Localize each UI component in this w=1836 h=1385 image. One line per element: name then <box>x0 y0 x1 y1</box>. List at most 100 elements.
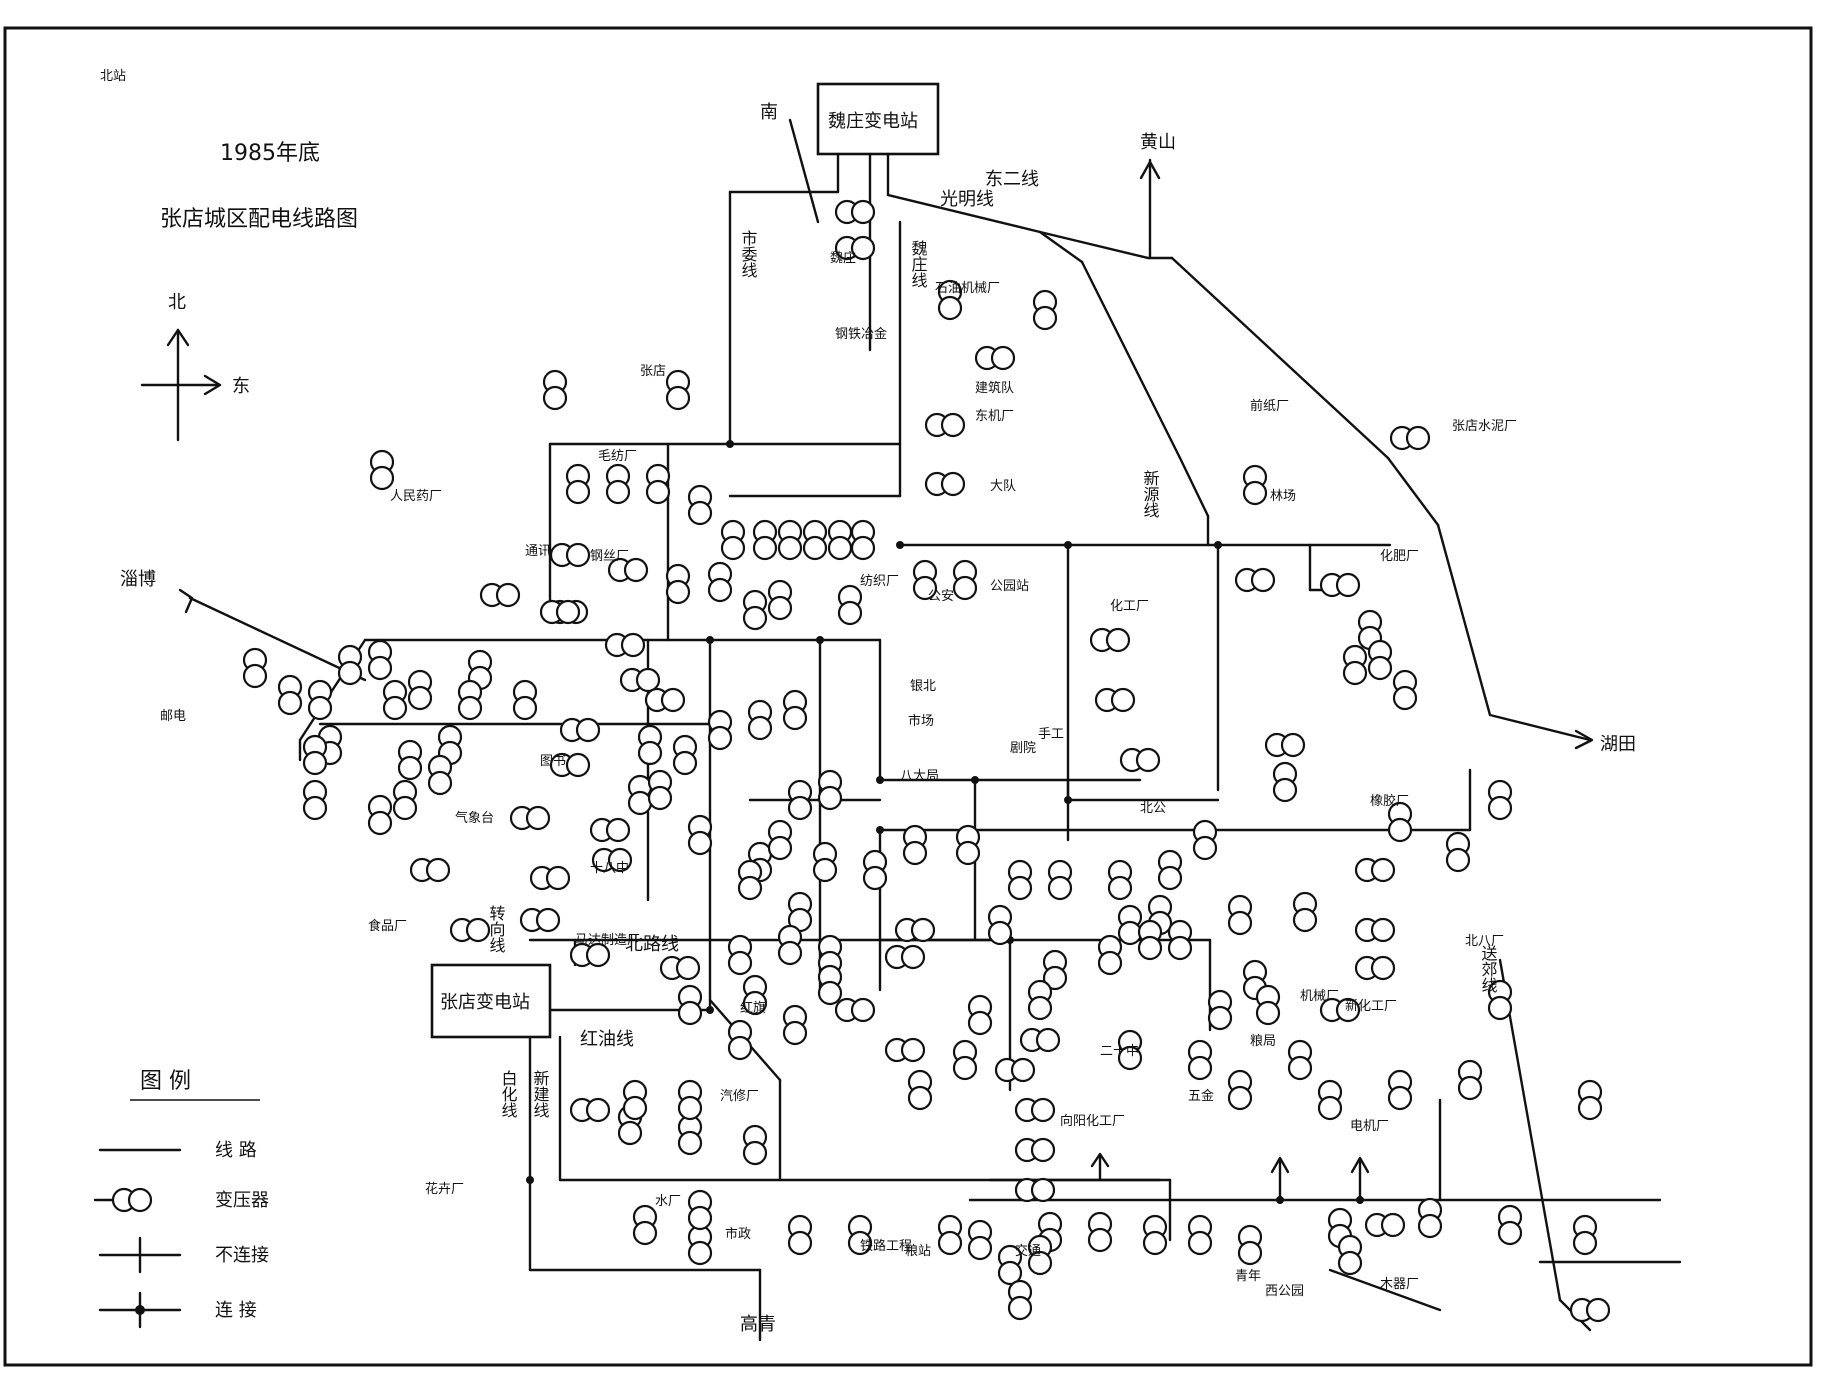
transformer-icon <box>767 819 793 861</box>
station-label: 粮局 <box>1250 1034 1276 1049</box>
transformer-icon <box>1007 859 1033 901</box>
transformer-icon <box>1107 859 1133 901</box>
station-label: 粮站 <box>905 1244 931 1259</box>
station-label: 马达制造厂 <box>575 933 640 948</box>
line-label-songjiao: 送郊线 <box>1479 945 1498 993</box>
station-label: 张店 <box>640 364 666 379</box>
transformer-icon <box>834 199 876 225</box>
legend-transformer-icon <box>111 1187 153 1213</box>
station-label: 张店水泥厂 <box>1452 419 1517 434</box>
line-label-dong-er: 东二线 <box>985 169 1039 190</box>
station-label: 交通 <box>1015 1243 1041 1259</box>
transformer-icon <box>850 519 876 561</box>
transformer-icon <box>862 849 888 891</box>
transformer-icon <box>605 463 631 505</box>
transformer-icon <box>1317 1079 1343 1121</box>
map-year: 1985年底 <box>220 141 320 166</box>
transformer-icon <box>549 752 591 778</box>
legend: 图 例 线 路 变压器 不连接 连 接 <box>93 1069 269 1329</box>
transformer-icon <box>752 519 778 561</box>
transformer-icon <box>817 964 843 1006</box>
transformer-icon <box>1027 979 1053 1021</box>
transformer-icon <box>912 559 938 601</box>
station-label: 红旗 <box>740 1000 766 1016</box>
transformer-icon <box>645 463 671 505</box>
transformer-icon <box>302 734 328 776</box>
line-label-guangming: 光明线 <box>940 189 994 210</box>
transformer-icon <box>407 669 433 711</box>
transformer-icon <box>1292 891 1318 933</box>
station-label: 纺织厂 <box>860 574 899 589</box>
transformer-icon <box>1364 1212 1406 1238</box>
transformer-icon <box>777 519 803 561</box>
compass-north-label: 北 <box>168 292 186 313</box>
transformer-icon <box>539 599 581 625</box>
transformer-icon <box>1255 984 1281 1026</box>
transformer-icon <box>1042 949 1068 991</box>
legend-cross-label: 不连接 <box>215 1245 269 1266</box>
main-substation-label: 魏庄变电站 <box>828 111 918 132</box>
transformer-icon <box>637 724 663 766</box>
station-label: 橡胶厂 <box>1370 793 1409 809</box>
transformer-icon <box>619 667 661 693</box>
transformer-icon <box>1319 997 1361 1023</box>
legend-junction-dot <box>135 1305 145 1315</box>
transformer-icon <box>242 647 268 689</box>
transformer-icon <box>337 644 363 686</box>
transformer-icon <box>1319 572 1361 598</box>
transformer-icon <box>837 584 863 626</box>
station-label: 通讯 <box>525 544 551 559</box>
second-substation-label: 张店变电站 <box>440 992 530 1013</box>
station-label-layer: 魏庄钢铁冶金石油机械厂建筑队东机厂大队张店水泥厂前纸厂张店毛纺厂钢丝厂通讯林场化… <box>100 69 1517 1299</box>
compass: 北 东 <box>140 292 250 442</box>
transformer-icon <box>1227 1069 1253 1111</box>
transformer-icon <box>967 1219 993 1261</box>
transformer-icon <box>884 944 926 970</box>
direction-label-nan: 南 <box>760 102 778 123</box>
transformer-icon <box>967 994 993 1036</box>
transformer-icon <box>1032 289 1058 331</box>
station-label: 大队 <box>990 479 1016 494</box>
transformer-icon <box>742 974 768 1016</box>
transformer-icon <box>677 1079 703 1121</box>
legend-junction-label: 连 接 <box>215 1300 257 1321</box>
transformer-icon <box>707 561 733 603</box>
transformer-icon <box>369 449 395 491</box>
transformer-icon <box>1457 1059 1483 1101</box>
station-label: 东机厂 <box>975 409 1014 424</box>
transformer-icon <box>767 579 793 621</box>
transformer-icon <box>955 824 981 866</box>
station-label: 人民药厂 <box>390 489 442 504</box>
station-label: 图书 <box>540 754 566 769</box>
line-label-shiye: 市委线 <box>739 230 758 278</box>
transformer-icon <box>737 859 763 901</box>
transformer-icon <box>742 589 768 631</box>
station-label: 电机厂 <box>1350 1119 1389 1134</box>
transformer-icon <box>677 984 703 1026</box>
line-label-zhuanxiang: 转向线 <box>487 905 506 953</box>
direction-label-gaoqing: 高青 <box>740 1314 776 1335</box>
transformer-icon <box>1117 1029 1143 1071</box>
transformer-icon <box>747 699 773 741</box>
line-label-baihua: 白化线 <box>499 1070 518 1118</box>
line-label-xinjian: 新建线 <box>531 1070 550 1118</box>
station-label: 花卉厂 <box>425 1181 464 1197</box>
station-label: 市政 <box>725 1226 751 1242</box>
transformer-icon <box>812 841 838 883</box>
transformer-icon <box>559 717 601 743</box>
transformer-icon <box>1119 747 1161 773</box>
station-label: 向阳化工厂 <box>1060 1113 1125 1129</box>
station-label: 北八厂 <box>1465 934 1504 949</box>
transformer-icon <box>1187 1214 1213 1256</box>
transformer-icon <box>974 345 1016 371</box>
transformer-icon <box>542 369 568 411</box>
transformer-icon <box>1142 1214 1168 1256</box>
transformer-icon <box>409 857 451 883</box>
transformer-icon <box>665 369 691 411</box>
transformer-icon <box>1287 1039 1313 1081</box>
transformer-icon <box>512 679 538 721</box>
transformer-layer <box>242 199 1611 1323</box>
transformer-icon <box>509 805 551 831</box>
transformer-icon <box>569 942 611 968</box>
